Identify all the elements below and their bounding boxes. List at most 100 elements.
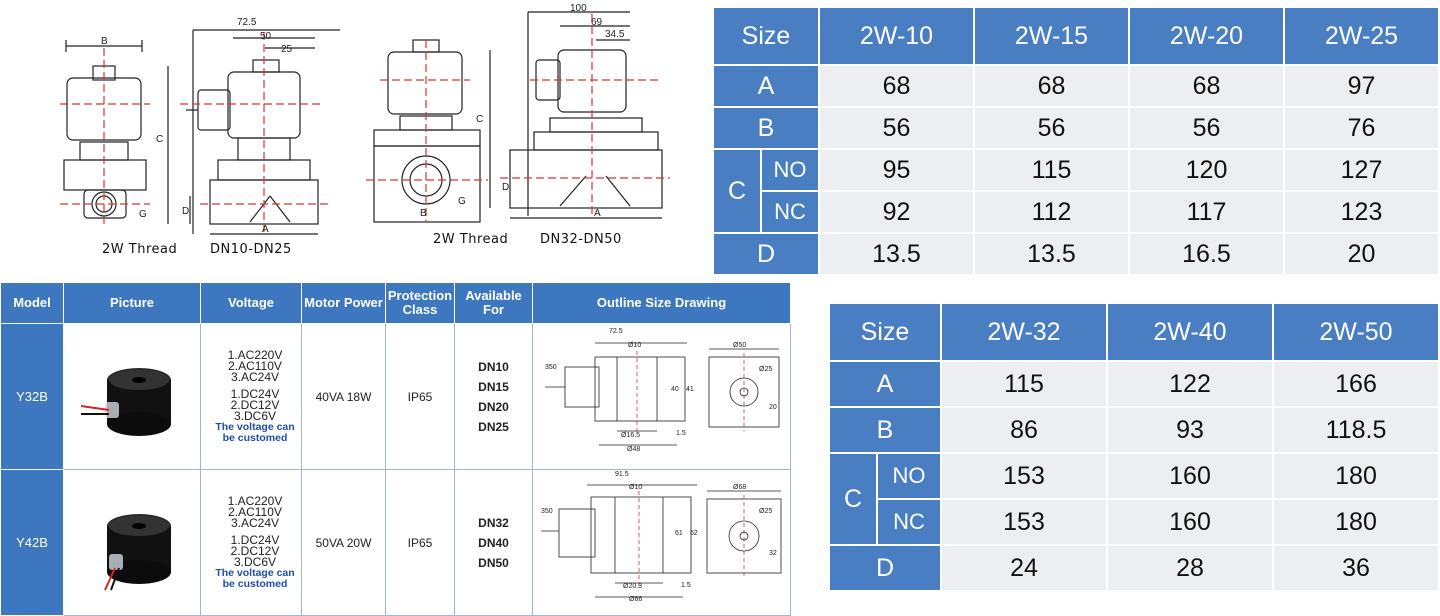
voltage-item: 3.DC6V [233,554,277,569]
table-cell: 123 [1285,192,1438,232]
voltage-item: 1.DC24V [230,386,280,401]
table-row: NC 92 112 117 123 [714,192,1438,232]
outline-dim: 40 [671,386,679,393]
protection-cell: IP65 [385,323,455,470]
header-motor-power: Motor Power [301,282,386,324]
table-row: A 68 68 68 97 [714,66,1438,106]
available-item: DN20 [478,399,509,414]
outline-dim: 1.5 [681,582,691,589]
outline-dim: 62 [690,530,698,537]
dim-g-2: G [458,196,466,207]
table-row: C NO 95 115 120 127 [714,150,1438,232]
table-cell: 13.5 [975,234,1128,274]
power-cell: 50VA 20W [301,469,386,616]
row-label-no: NO [762,150,818,190]
row-label-c: C [714,150,760,232]
header-2w-32: 2W-32 [942,304,1106,360]
available-cell: DN10 DN15 DN20 DN25 [454,323,533,470]
header-picture: Picture [63,282,201,324]
table-cell: 28 [1108,546,1272,590]
table-cell: 16.5 [1130,234,1283,274]
dim-c: C [156,134,164,145]
voltage-item: 2.AC110V [228,504,282,519]
header-2w-15: 2W-15 [975,8,1128,64]
dim-d: D [182,206,190,217]
dim-g: G [139,209,147,220]
voltage-item: 2.DC12V [230,543,280,558]
header-2w-25: 2W-25 [1285,8,1438,64]
protection-cell: IP65 [385,469,455,616]
size-table-small-header: Size 2W-10 2W-15 2W-20 2W-25 [714,8,1438,64]
row-label-nc: NC [878,500,940,544]
coil-picture [63,323,201,470]
voltage-item: 2.AC110V [228,358,282,373]
outline-dim: Ø10 [629,484,643,491]
header-size: Size [714,8,818,64]
outline-drawing-cell: 72.5 Ø10 Ø50 350 Ø25 40 41 20 Ø16.5 Ø48 … [532,323,791,470]
outline-dim: Ø68 [733,484,747,491]
dim-69: 69 [591,17,603,28]
outline-dim: 20 [769,404,777,411]
available-cell: DN32 DN40 DN50 [454,469,533,616]
table-row: NC 153 160 180 [830,500,1438,544]
row-label-a: A [714,66,818,106]
dim-50: 50 [260,31,272,42]
outline-drawing-1 [544,342,779,445]
voltage-item: 3.AC24V [230,369,280,384]
outline-dim: Ø48 [627,446,641,453]
dim-72-5: 72.5 [237,17,257,28]
table-row: D 24 28 36 [830,546,1438,590]
table-row: A 115 122 166 [830,362,1438,406]
table-cell: 36 [1274,546,1438,590]
table-cell: 24 [942,546,1106,590]
table-cell: 56 [1130,108,1283,148]
outline-drawing-2 [540,484,781,597]
table-cell: 86 [942,408,1106,452]
table-cell: 160 [1108,454,1272,498]
table-cell: 68 [975,66,1128,106]
table-cell: 160 [1108,500,1272,544]
header-2w-20: 2W-20 [1130,8,1283,64]
coil-image [104,514,171,591]
row-label-a: A [830,362,940,406]
size-table-small: Size 2W-10 2W-15 2W-20 2W-25 A 68 68 68 … [712,6,1440,276]
table-cell: 97 [1285,66,1438,106]
table-cell: 56 [975,108,1128,148]
caption-dn32-dn50: DN32-DN50 [540,232,622,247]
dim-a-2: A [594,208,601,219]
size-table-large-header: Size 2W-32 2W-40 2W-50 [830,304,1438,360]
voltage-item: 1.AC220V [227,347,283,362]
table-row: D 13.5 13.5 16.5 20 [714,234,1438,274]
table-cell: 115 [942,362,1106,406]
header-protection-class: Protection Class [385,282,455,324]
voltage-item: 1.DC24V [230,532,280,547]
outline-dim: 350 [545,364,557,371]
available-item: DN50 [478,555,509,570]
table-row: Y32B 1.AC220V 2.AC110V 3.AC24V 1.DC24V 2… [0,323,791,470]
row-label-d: D [830,546,940,590]
voltage-item: 2.DC12V [230,397,280,412]
table-cell: 118.5 [1274,408,1438,452]
table-cell: 153 [942,500,1106,544]
outline-dim: Ø25 [759,508,773,515]
voltage-note: The voltage can be customed [215,420,295,444]
outline-dim: Ø50 [733,342,747,349]
caption-dn10-dn25: DN10-DN25 [210,242,292,257]
table-row: B 56 56 56 76 [714,108,1438,148]
voltage-item: 3.DC6V [233,408,277,423]
table-cell: 95 [820,150,973,190]
spec-table-header: Model Picture Voltage Motor Power Protec… [0,282,791,324]
table-cell: 122 [1108,362,1272,406]
dim-b-2: B [420,208,427,219]
header-2w-40: 2W-40 [1108,304,1272,360]
size-table-large: Size 2W-32 2W-40 2W-50 A 115 122 166 B 8… [828,302,1440,592]
caption-2w-thread-2: 2W Thread [433,232,509,247]
available-item: DN10 [478,359,509,374]
header-available-for: Available For [454,282,533,324]
outline-dim: 91.5 [615,471,629,478]
table-cell: 93 [1108,408,1272,452]
outline-dim: Ø10 [628,342,642,349]
outline-drawing-cell: 91.5 Ø10 Ø68 350 Ø25 61 62 32 Ø20.3 Ø66 … [532,469,791,616]
dim-c-2: C [476,114,484,125]
row-label-d: D [714,234,818,274]
